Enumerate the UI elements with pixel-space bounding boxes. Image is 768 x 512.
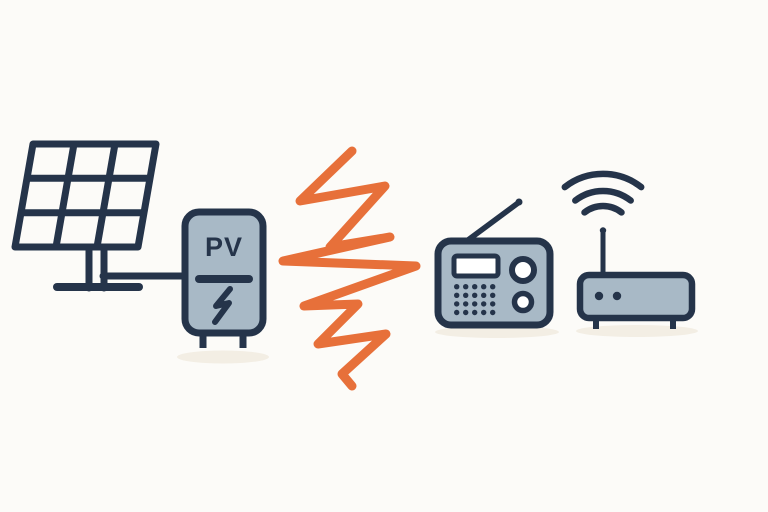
radio-display — [451, 253, 501, 279]
router-led — [594, 291, 604, 301]
radio-antenna-tip — [515, 198, 523, 206]
inverter-shadow — [177, 350, 269, 364]
radio-speaker-dots — [454, 284, 496, 316]
wifi-arc-large — [561, 170, 645, 191]
ground-shadows — [177, 325, 698, 364]
radio-antenna — [461, 200, 521, 246]
emi-zigzag — [278, 146, 421, 391]
router-led — [612, 291, 622, 301]
router-body — [576, 271, 696, 322]
radio-knob-large — [509, 256, 537, 284]
panel-grid-line — [93, 143, 119, 248]
inverter-label: PV — [205, 232, 243, 262]
solar-panel-icon — [11, 140, 160, 292]
inverter-body — [181, 208, 267, 337]
wifi-signal-icon — [561, 170, 645, 216]
wifi-arc-small — [581, 202, 625, 216]
radio-knob-small — [511, 290, 535, 314]
wifi-router-icon — [561, 170, 696, 329]
wifi-arc-medium — [572, 187, 634, 204]
radio-shadow — [435, 326, 559, 338]
pv-inverter-icon: PV — [181, 208, 267, 348]
router-shadow — [576, 325, 698, 337]
router-antenna-tip — [599, 227, 607, 234]
radio-icon — [434, 198, 554, 329]
panel-grid-line — [52, 143, 78, 248]
lightning-bolt-icon — [212, 286, 233, 325]
emi-interference-icon — [278, 146, 421, 391]
panel-frame — [11, 140, 160, 251]
